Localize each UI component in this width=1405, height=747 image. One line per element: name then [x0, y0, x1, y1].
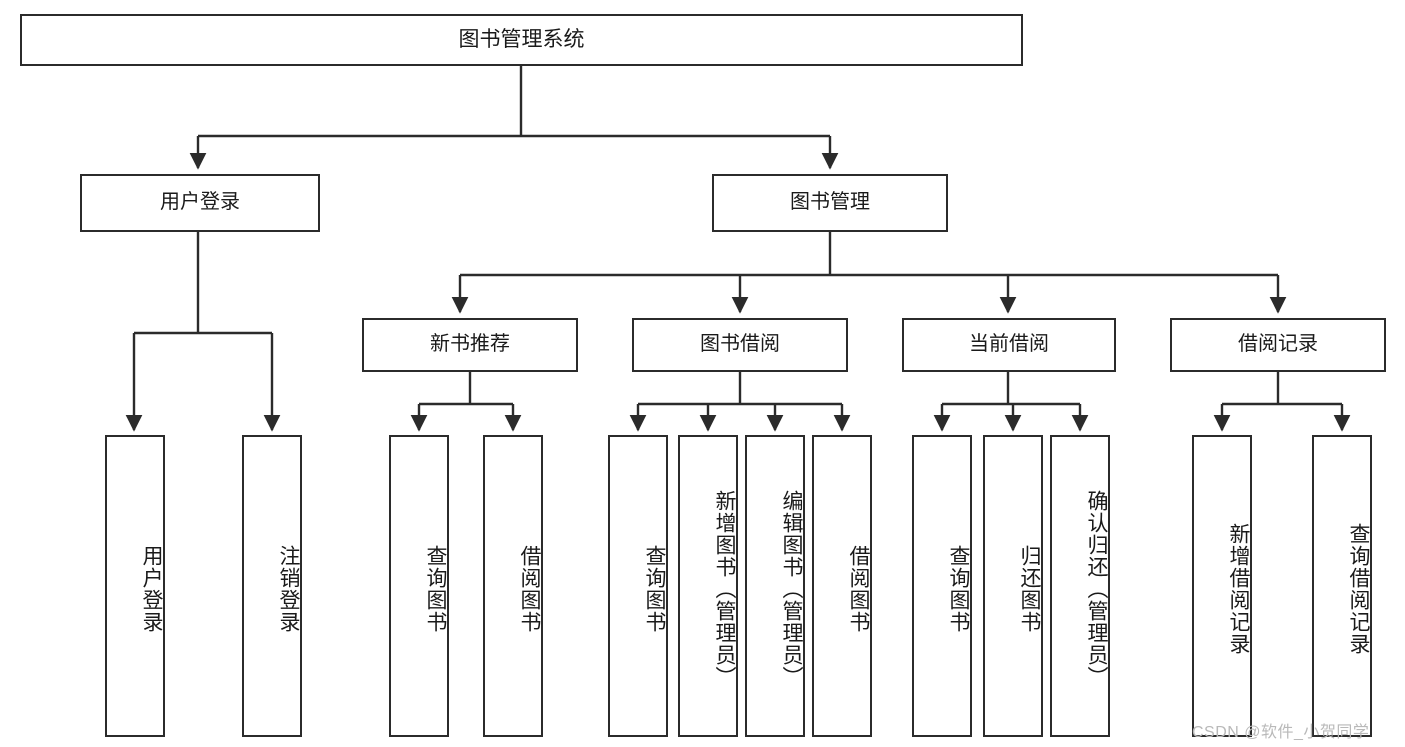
node-label: 确认归还（管理员）	[1085, 490, 1108, 688]
csdn-watermark: CSDN @软件_小贺同学	[1192, 724, 1370, 741]
leaf-add-book-admin[interactable]: 新增图书（管理员）	[678, 435, 738, 737]
node-label: 用户登录	[140, 545, 163, 633]
node-label: 归还图书	[1018, 545, 1041, 633]
node-label: 用户登录	[160, 191, 240, 214]
node-user-login[interactable]: 用户登录	[80, 174, 320, 232]
node-label: 注销登录	[277, 545, 300, 633]
node-label: 图书借阅	[700, 333, 780, 356]
node-label: 查询借阅记录	[1347, 523, 1370, 655]
node-label: 新书推荐	[430, 333, 510, 356]
node-label: 借阅图书	[518, 545, 541, 633]
leaf-edit-book-admin[interactable]: 编辑图书（管理员）	[745, 435, 805, 737]
node-borrow-records[interactable]: 借阅记录	[1170, 318, 1386, 372]
node-book-management[interactable]: 图书管理	[712, 174, 948, 232]
leaf-logout[interactable]: 注销登录	[242, 435, 302, 737]
node-new-book-recommend[interactable]: 新书推荐	[362, 318, 578, 372]
node-label: 借阅记录	[1238, 333, 1318, 356]
leaf-query-book-current[interactable]: 查询图书	[912, 435, 972, 737]
leaf-confirm-return-admin[interactable]: 确认归还（管理员）	[1050, 435, 1110, 737]
node-label: 图书管理	[790, 191, 870, 214]
node-label: 查询图书	[643, 545, 666, 633]
node-current-borrow[interactable]: 当前借阅	[902, 318, 1116, 372]
leaf-return-book[interactable]: 归还图书	[983, 435, 1043, 737]
node-root-system[interactable]: 图书管理系统	[20, 14, 1023, 66]
node-label: 图书管理系统	[458, 27, 585, 51]
node-label: 新增图书（管理员）	[713, 490, 736, 688]
leaf-user-login[interactable]: 用户登录	[105, 435, 165, 737]
leaf-query-book-recommend[interactable]: 查询图书	[389, 435, 449, 737]
node-book-borrow[interactable]: 图书借阅	[632, 318, 848, 372]
leaf-add-borrow-record[interactable]: 新增借阅记录	[1192, 435, 1252, 737]
node-label: 查询图书	[947, 545, 970, 633]
node-label: 编辑图书（管理员）	[780, 490, 803, 688]
node-label: 当前借阅	[969, 333, 1049, 356]
node-label: 新增借阅记录	[1227, 523, 1250, 655]
leaf-query-borrow-record[interactable]: 查询借阅记录	[1312, 435, 1372, 737]
leaf-borrow-book[interactable]: 借阅图书	[812, 435, 872, 737]
leaf-query-book-borrow[interactable]: 查询图书	[608, 435, 668, 737]
leaf-borrow-book-recommend[interactable]: 借阅图书	[483, 435, 543, 737]
node-label: 借阅图书	[847, 545, 870, 633]
node-label: 查询图书	[424, 545, 447, 633]
